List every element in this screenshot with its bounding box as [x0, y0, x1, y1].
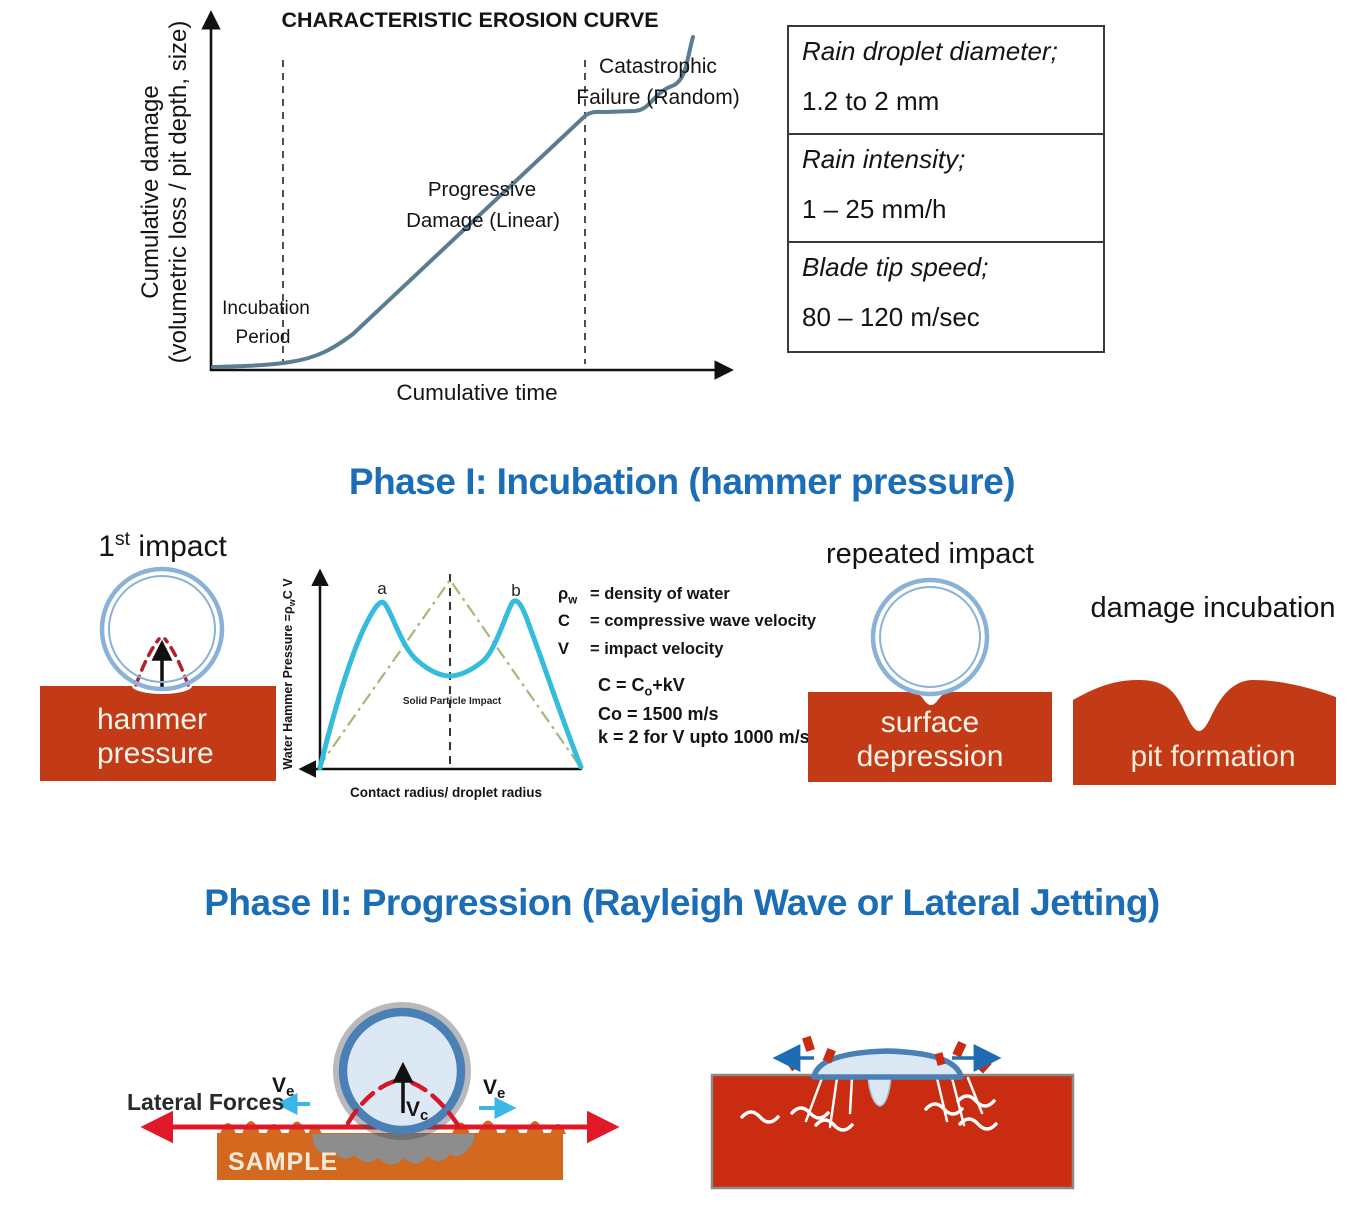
- definition-row: V = impact velocity: [558, 639, 843, 666]
- table-row: Rain droplet diameter; 1.2 to 2 mm: [789, 27, 1103, 135]
- repeated-impact-label: repeated impact: [826, 538, 1034, 570]
- solid-particle-impact-label: Solid Particle Impact: [403, 696, 502, 707]
- first-impact-graphic: [40, 566, 276, 781]
- pressure-tent-dash-left: [134, 637, 161, 687]
- sample-label: SAMPLE: [228, 1148, 338, 1176]
- phase2-heading: Phase II: Progression (Rayleigh Wave or …: [204, 882, 1160, 923]
- hammer-pressure-block: [40, 686, 276, 781]
- row-value: 1 – 25 mm/h: [802, 194, 947, 224]
- table-row: Rain intensity; 1 – 25 mm/h: [789, 135, 1103, 243]
- plot-y-axis-label: Water Hammer Pressure =ρwC V: [281, 578, 297, 770]
- first-impact-label: 1st impact: [40, 528, 285, 564]
- first-impact-text: impact: [138, 530, 227, 563]
- flattened-droplet: [811, 1048, 964, 1080]
- y-axis-label-line2: (volumetric loss / pit depth, size): [165, 21, 192, 364]
- damage-incubation-label: damage incubation: [1090, 592, 1336, 624]
- rain-conditions-table: Rain droplet diameter; 1.2 to 2 mm Rain …: [787, 25, 1105, 353]
- vc-label: Vc: [406, 1098, 428, 1124]
- rayleigh-wave-diagram: [710, 1035, 1075, 1190]
- ve-left-label: Ve: [272, 1074, 294, 1100]
- central-pit: [867, 1075, 892, 1107]
- substrate-block: [710, 1073, 1075, 1190]
- pit-formation-label: pit formation: [1130, 740, 1296, 773]
- water-hammer-plot: a b Solid Particle Impact Contact radius…: [281, 568, 584, 800]
- plot-x-axis-label: Contact radius/ droplet radius: [350, 785, 542, 800]
- hammer-pressure-label: hammer pressure: [97, 703, 214, 770]
- x-axis-label: Cumulative time: [396, 380, 557, 405]
- incubation-label-line2: Period: [236, 327, 291, 348]
- damage-incubation-diagram: damage incubation pit formation: [1065, 592, 1364, 794]
- row-value: 1.2 to 2 mm: [802, 86, 940, 116]
- droplet-inner-ring: [108, 575, 216, 683]
- droplet-icon: [870, 577, 990, 697]
- definition-row: C = compressive wave velocity: [558, 611, 843, 638]
- symbol: ρw: [558, 585, 578, 607]
- catastrophic-label-line1: Catastrophic: [599, 55, 717, 78]
- droplet-inner-ring: [879, 586, 981, 688]
- pit-formation-graphic: [1073, 680, 1336, 785]
- droplet-icon: [99, 566, 225, 692]
- solid-particle-impact-curve: [317, 578, 582, 769]
- repeated-impact-diagram: repeated impact surface depression: [800, 538, 1060, 788]
- definition: = density of water: [590, 585, 730, 603]
- droplet-glow: [333, 1002, 471, 1140]
- pit-formation-shape: [1073, 680, 1336, 785]
- progressive-label-line1: Progressive: [428, 178, 536, 201]
- equation-2: Co = 1500 m/s: [598, 704, 719, 725]
- surface-depression-label: surface depression: [856, 706, 1004, 773]
- row-label: Blade tip speed;: [802, 252, 989, 282]
- lateral-forces-label: Lateral Forces: [127, 1089, 284, 1115]
- repeated-impact-graphic: [808, 577, 1052, 782]
- incubation-label-line1: Incubation: [222, 298, 310, 319]
- peak-b-label: b: [511, 581, 520, 600]
- catastrophic-label-line2: Failure (Random): [576, 86, 739, 109]
- equation-1: C = Co+kV: [598, 674, 685, 699]
- symbol: V: [558, 639, 570, 658]
- lateral-jetting-diagram: Vc Ve Ve Lateral Forces SAMPLE: [127, 1002, 620, 1180]
- pressure-tent-dash-right: [163, 637, 190, 687]
- progressive-label-line2: Damage (Linear): [406, 209, 560, 232]
- row-label: Rain droplet diameter;: [802, 36, 1058, 66]
- first-impact-diagram: 1st impact hammer pressure: [40, 528, 285, 792]
- equation-3: k = 2 for V upto 1000 m/s: [598, 727, 810, 748]
- definition-row: ρw = density of water: [558, 584, 843, 611]
- erosion-chart: CHARACTERISTIC EROSION CURVE Catastrophi…: [137, 8, 740, 405]
- row-value: 80 – 120 m/sec: [802, 302, 980, 332]
- first-impact-ordinal: st: [114, 528, 131, 550]
- table-row: Blade tip speed; 80 – 120 m/sec: [789, 243, 1103, 351]
- peak-a-label: a: [377, 579, 387, 598]
- equations-block: ρw = density of water C = compressive wa…: [558, 584, 843, 749]
- row-label: Rain intensity;: [802, 144, 966, 174]
- chart-title: CHARACTERISTIC EROSION CURVE: [281, 8, 658, 32]
- definition: = impact velocity: [590, 639, 724, 658]
- ve-right-label: Ve: [483, 1076, 505, 1102]
- equation-lines: C = Co+kV Co = 1500 m/s k = 2 for V upto…: [598, 674, 843, 750]
- surface-depression-block: [808, 692, 1052, 782]
- crack-squiggles: [740, 1094, 998, 1132]
- definition: = compressive wave velocity: [590, 612, 817, 631]
- water-hammer-curve: [317, 598, 584, 771]
- lateral-jet-arc-right: [401, 1077, 461, 1128]
- y-axis-label-line1: Cumulative damage: [137, 85, 164, 298]
- first-impact-num: 1: [98, 530, 115, 563]
- erosion-curve: [211, 35, 695, 369]
- symbol: C: [558, 612, 570, 631]
- phase1-heading: Phase I: Incubation (hammer pressure): [348, 461, 1016, 502]
